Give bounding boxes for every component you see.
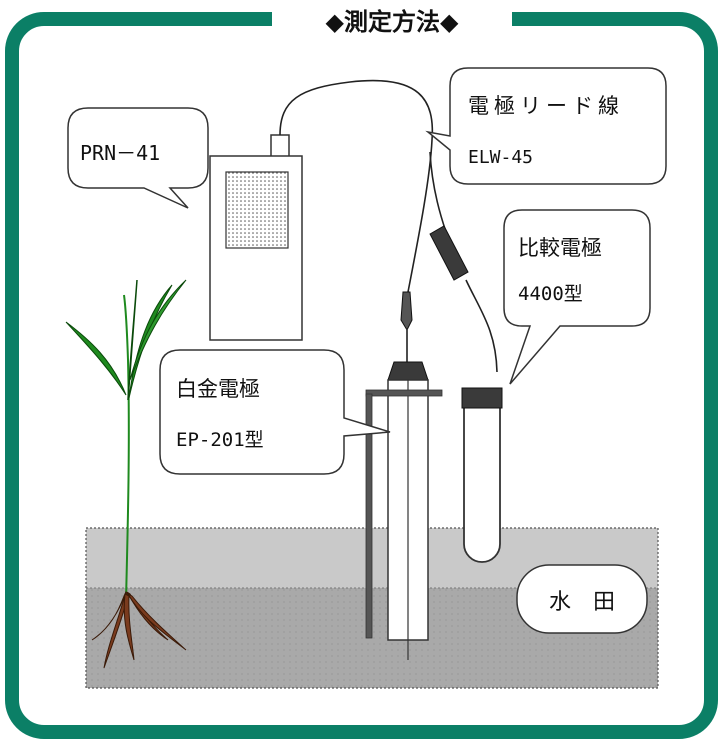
- lead-wire: [279, 79, 434, 293]
- reference-electrode: [461, 387, 503, 563]
- platinum-crossbar: [365, 389, 443, 397]
- reference-name: 比較電極: [518, 236, 602, 260]
- reference-model: 4400型: [518, 283, 583, 305]
- platinum-clip: [400, 291, 413, 332]
- platinum-electrode: [365, 361, 443, 660]
- meter-callout: [67, 107, 209, 209]
- root-5: [123, 593, 135, 661]
- lead-wire-name: 電極リード線: [468, 94, 624, 118]
- rice-roots: [91, 590, 187, 669]
- root-1: [91, 591, 127, 641]
- platinum-name: 白金電極: [176, 377, 260, 401]
- title-gap: [272, 4, 512, 36]
- paddy-label: 水 田: [549, 590, 615, 615]
- rice-leaf-left: [65, 321, 127, 396]
- diagram-title: ◆測定方法◆: [326, 8, 459, 36]
- paddy-label-bubble: [516, 564, 648, 634]
- platinum-model: EP-201型: [176, 429, 264, 451]
- rice-plant: [65, 279, 187, 601]
- lead-wire-model: ELW-45: [468, 147, 533, 168]
- meter-connector: [270, 134, 290, 158]
- meter-display: [225, 171, 289, 249]
- rice-leaf-right-1: [128, 284, 173, 399]
- reference-tube: [463, 398, 501, 563]
- platinum-callout: [159, 349, 391, 475]
- meter-label: PRN－41: [80, 141, 160, 165]
- platinum-cap: [387, 361, 429, 381]
- reference-callout: [503, 209, 651, 385]
- reference-connector: [429, 225, 469, 281]
- reference-wire: [429, 151, 498, 373]
- rice-leaf-right-2: [129, 279, 187, 381]
- meter-device: [209, 134, 303, 341]
- lead-wire-callout: [425, 67, 667, 185]
- reference-cap: [461, 387, 503, 409]
- rice-leaf-center: [127, 279, 138, 401]
- platinum-side-rod: [365, 393, 373, 639]
- root-4: [126, 592, 187, 651]
